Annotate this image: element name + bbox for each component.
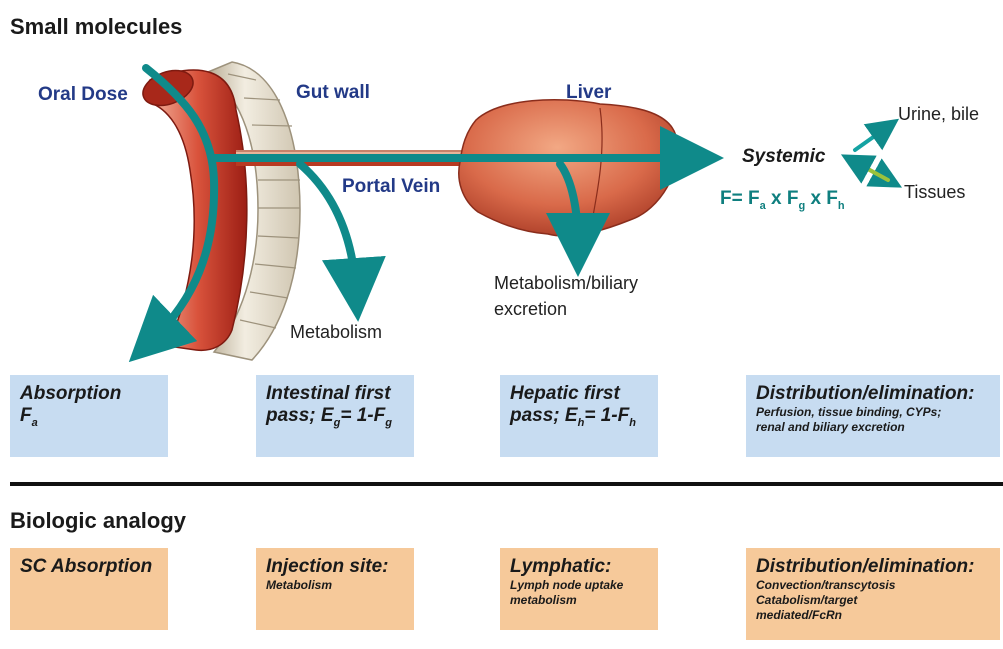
label-portal-vein: Portal Vein xyxy=(342,176,440,198)
box-hepatic-sub2: h xyxy=(629,417,636,429)
box-absorption: Absorption Fa xyxy=(10,375,168,457)
box-biologic-detail3: mediated/FcRn xyxy=(756,608,990,623)
box-biologic-distribution-title: Distribution/elimination: xyxy=(756,556,990,578)
formula-x1: x F xyxy=(766,188,799,209)
label-liver: Liver xyxy=(566,82,611,104)
box-injection-site: Injection site: Metabolism xyxy=(256,548,414,630)
section-title-small-molecules: Small molecules xyxy=(10,14,182,40)
box-intestinal-sub2: g xyxy=(385,417,392,429)
label-oral-dose: Oral Dose xyxy=(38,84,128,106)
box-intestinal-pass: pass; E xyxy=(266,405,334,426)
box-hepatic-line1: Hepatic first xyxy=(510,383,648,405)
label-metabolism: Metabolism xyxy=(290,322,382,343)
box-lymphatic: Lymphatic: Lymph node uptake metabolism xyxy=(500,548,658,630)
box-hepatic-eq: = 1-F xyxy=(584,405,629,426)
box-distribution-elimination: Distribution/elimination: Perfusion, tis… xyxy=(746,375,1000,457)
box-injection-title: Injection site: xyxy=(266,556,404,578)
section-title-biologic-analogy: Biologic analogy xyxy=(10,508,186,534)
box-biologic-distribution: Distribution/elimination: Convection/tra… xyxy=(746,548,1000,640)
box-lymphatic-detail2: metabolism xyxy=(510,593,648,608)
box-distribution-detail1: Perfusion, tissue binding, CYPs; xyxy=(756,405,990,420)
box-biologic-detail2: Catabolism/target xyxy=(756,593,990,608)
box-absorption-f: F xyxy=(20,405,32,426)
bioavailability-formula: F= Fa x Fg x Fh xyxy=(720,188,845,212)
box-absorption-title: Absorption xyxy=(20,383,158,405)
gut-tube-graphic xyxy=(138,64,247,350)
box-sc-absorption: SC Absorption xyxy=(10,548,168,630)
label-urine-bile: Urine, bile xyxy=(898,104,979,125)
formula-x2: x F xyxy=(805,188,838,209)
label-metabolism-biliary: Metabolism/biliary excretion xyxy=(494,270,638,322)
formula-sub-h: h xyxy=(838,200,845,212)
box-intestinal-line1: Intestinal first xyxy=(266,383,404,405)
label-metabolism-biliary-line2: excretion xyxy=(494,299,567,319)
label-tissues: Tissues xyxy=(904,182,965,203)
box-intestinal-first-pass: Intestinal first pass; Eg= 1-Fg xyxy=(256,375,414,457)
box-hepatic-pass: pass; E xyxy=(510,405,578,426)
box-distribution-title: Distribution/elimination: xyxy=(756,383,990,405)
label-metabolism-biliary-line1: Metabolism/biliary xyxy=(494,273,638,293)
formula-f: F= F xyxy=(720,188,760,209)
box-injection-detail1: Metabolism xyxy=(266,578,404,593)
systemic-arrows xyxy=(855,128,888,180)
box-hepatic-first-pass: Hepatic first pass; Eh= 1-Fh xyxy=(500,375,658,457)
box-lymphatic-detail1: Lymph node uptake xyxy=(510,578,648,593)
box-intestinal-eq: = 1-F xyxy=(340,405,385,426)
box-sc-absorption-title: SC Absorption xyxy=(20,556,158,578)
liver-graphic xyxy=(459,100,678,236)
label-systemic: Systemic xyxy=(742,146,825,168)
box-distribution-detail2: renal and biliary excretion xyxy=(756,420,990,435)
box-absorption-sub: a xyxy=(32,417,38,429)
label-gut-wall: Gut wall xyxy=(296,82,370,104)
box-lymphatic-title: Lymphatic: xyxy=(510,556,648,578)
box-biologic-detail1: Convection/transcytosis xyxy=(756,578,990,593)
